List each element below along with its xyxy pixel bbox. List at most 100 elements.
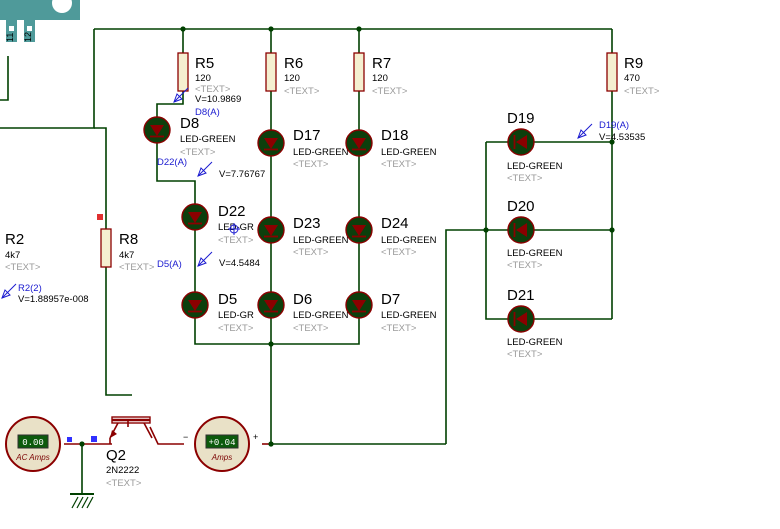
led-d18[interactable]: D18 LED-GREEN <TEXT> [345, 127, 437, 170]
d5-text: <TEXT> [218, 323, 254, 334]
led-d8[interactable]: D8 LED-GREEN <TEXT> [143, 115, 236, 158]
probe-d5a-label: D5(A) [157, 259, 182, 270]
r8-ref: R8 [119, 231, 138, 248]
d22-ref: D22 [218, 203, 246, 220]
d20-ref: D20 [507, 198, 535, 215]
led-d19[interactable]: D19 LED-GREEN <TEXT> [507, 110, 563, 184]
d8-type: LED-GREEN [180, 134, 236, 145]
d22-text: <TEXT> [218, 235, 254, 246]
d6-text: <TEXT> [293, 323, 329, 334]
r8-value: 4k7 [119, 250, 134, 261]
r9-text: <TEXT> [624, 86, 660, 97]
probe-d8a-label: D8(A) [195, 107, 220, 118]
probe-d5a[interactable]: D5(A) V=4.5484 [157, 251, 260, 270]
probe-r2-2-reading: V=1.88957e-008 [18, 294, 89, 305]
led-d21[interactable]: D21 LED-GREEN <TEXT> [507, 287, 563, 360]
d5-ref: D5 [218, 291, 237, 308]
r7-value: 120 [372, 73, 388, 84]
wires [0, 28, 613, 486]
d24-text: <TEXT> [381, 247, 417, 258]
r8-pin-marker [97, 214, 103, 220]
q2-part: 2N2222 [106, 465, 139, 476]
probe-r2-2[interactable]: R2(2) V=1.88957e-008 [1, 283, 89, 305]
resistor-r6[interactable]: R6 120 <TEXT> [265, 52, 320, 97]
d8-ref: D8 [180, 115, 199, 132]
probe-d22a-label: D22(A) [157, 157, 187, 168]
d24-ref: D24 [381, 215, 409, 232]
r2-text: <TEXT> [5, 262, 41, 273]
header-connector: 11 12 [0, 0, 80, 42]
r2-ref: R2 [5, 231, 24, 248]
d18-type: LED-GREEN [381, 147, 437, 158]
d6-type: LED-GREEN [293, 310, 349, 321]
led-d22[interactable]: D22 LED-GR <TEXT> [181, 203, 254, 246]
resistor-r2[interactable]: R2 4k7 <TEXT> [5, 231, 41, 273]
led-d23[interactable]: D23 LED-GREEN <TEXT> [257, 215, 349, 258]
d19-type: LED-GREEN [507, 161, 563, 172]
ac-ammeter[interactable]: 0.00 AC Amps [5, 416, 97, 472]
d7-text: <TEXT> [381, 323, 417, 334]
d18-ref: D18 [381, 127, 409, 144]
probe-d19a-reading: V=4.53535 [599, 132, 645, 143]
d22-type: LED-GR [218, 222, 254, 233]
dc-meter-display: +0.04 [208, 438, 235, 448]
probe-d22a[interactable]: D22(A) V=7.76767 [157, 157, 265, 180]
probe-d19a-label: D19(A) [599, 120, 629, 131]
connector-pin-12: 12 [23, 32, 33, 42]
d17-ref: D17 [293, 127, 321, 144]
transistor-q2[interactable]: Q2 2N2222 <TEXT> [106, 416, 153, 489]
r6-value: 120 [284, 73, 300, 84]
ac-meter-label: AC Amps [15, 453, 50, 462]
led-d7[interactable]: D7 LED-GREEN <TEXT> [345, 291, 437, 334]
d24-type: LED-GREEN [381, 235, 437, 246]
probe-d22a-reading: V=7.76767 [219, 169, 265, 180]
r7-text: <TEXT> [372, 86, 408, 97]
r9-ref: R9 [624, 55, 643, 72]
d23-text: <TEXT> [293, 247, 329, 258]
led-d20[interactable]: D20 LED-GREEN <TEXT> [507, 198, 563, 271]
resistor-r9[interactable]: R9 470 <TEXT> [606, 52, 660, 97]
q2-ref: Q2 [106, 447, 126, 464]
probe-r2-2-label: R2(2) [18, 283, 42, 294]
resistor-r7[interactable]: R7 120 <TEXT> [353, 52, 408, 97]
led-d5[interactable]: D5 LED-GR <TEXT> [181, 291, 254, 334]
d20-type: LED-GREEN [507, 248, 563, 259]
connector-pin-11: 11 [5, 33, 15, 42]
d17-text: <TEXT> [293, 159, 329, 170]
d20-text: <TEXT> [507, 260, 543, 271]
led-d6[interactable]: D6 LED-GREEN <TEXT> [257, 291, 349, 334]
probe-d19a[interactable]: D19(A) V=4.53535 [577, 120, 645, 143]
ac-meter-display: 0.00 [22, 438, 44, 448]
d18-text: <TEXT> [381, 159, 417, 170]
ground-symbol [70, 486, 94, 509]
d6-ref: D6 [293, 291, 312, 308]
led-d17[interactable]: D17 LED-GREEN <TEXT> [257, 127, 349, 170]
resistor-r5[interactable]: R5 120 <TEXT> [177, 52, 231, 95]
probe-d5a-reading: V=4.5484 [219, 258, 260, 269]
d5-type: LED-GR [218, 310, 254, 321]
r8-text: <TEXT> [119, 262, 155, 273]
d23-type: LED-GREEN [293, 235, 349, 246]
resistor-r8[interactable]: R8 4k7 <TEXT> [100, 228, 155, 273]
d21-type: LED-GREEN [507, 337, 563, 348]
dc-meter-minus: − [183, 432, 188, 442]
r5-text: <TEXT> [195, 84, 231, 95]
r5-value: 120 [195, 73, 211, 84]
d21-text: <TEXT> [507, 349, 543, 360]
led-d24[interactable]: D24 LED-GREEN <TEXT> [345, 215, 437, 258]
dc-meter-plus: + [253, 432, 258, 442]
d21-ref: D21 [507, 287, 535, 304]
r6-text: <TEXT> [284, 86, 320, 97]
r6-ref: R6 [284, 55, 303, 72]
d8-text: <TEXT> [180, 147, 216, 158]
r7-ref: R7 [372, 55, 391, 72]
d7-type: LED-GREEN [381, 310, 437, 321]
probe-d8a[interactable]: D8(A) V=10.9869 [173, 87, 241, 118]
d19-ref: D19 [507, 110, 535, 127]
dc-ammeter[interactable]: +0.04 Amps − + [183, 416, 258, 472]
d23-ref: D23 [293, 215, 321, 232]
crosshair-icon [228, 223, 240, 235]
r5-ref: R5 [195, 55, 214, 72]
